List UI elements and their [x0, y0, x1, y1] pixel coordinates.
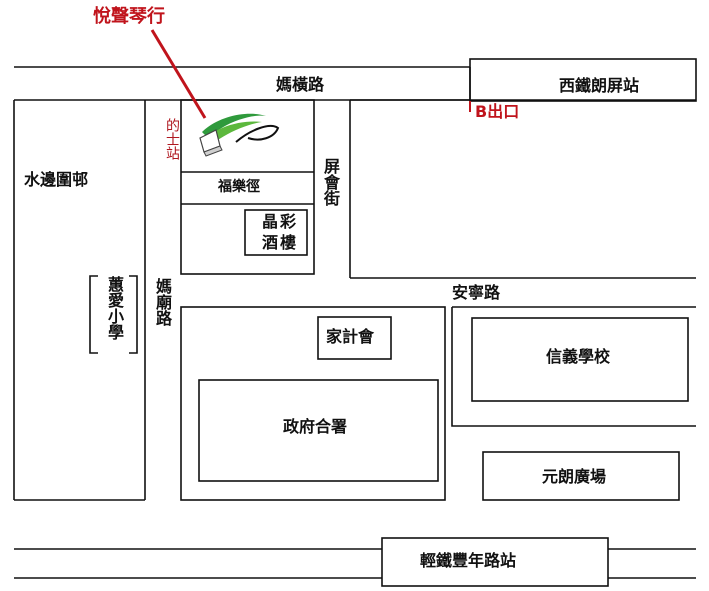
- place-label-yoho-square: 元朗廣場: [542, 467, 607, 486]
- store-name-label: 悅聲琴行: [93, 6, 165, 27]
- school-bracket-left: [89, 275, 98, 354]
- family-planning-box: [317, 316, 392, 360]
- school-bracket-right: [129, 275, 138, 354]
- place-label-fuk-lok-ching: 福樂徑: [218, 179, 260, 195]
- shun-yee-school-box: [471, 317, 689, 402]
- road-label-onning: 安寧路: [452, 283, 501, 302]
- place-label-shun-yee-school: 信義學校: [546, 347, 611, 366]
- road-label-mamiu: 媽廟路: [153, 278, 172, 326]
- exit-b-label: B出口: [475, 102, 520, 121]
- place-label-govt-offices: 政府合署: [283, 417, 348, 436]
- light-rail-station-box: [381, 537, 609, 587]
- right-lower-area-left: [451, 307, 696, 427]
- place-label-restaurant: 晶彩酒樓: [262, 212, 299, 252]
- place-label-primary-school: 蕙愛小學: [105, 276, 124, 340]
- west-rail-station-label: 西鐵朗屏站: [559, 76, 640, 95]
- west-rail-station-box: [469, 58, 697, 102]
- taxi-stand-label: 的士站: [164, 118, 180, 160]
- light-rail-station-label: 輕鐵豐年路站: [420, 551, 517, 570]
- place-label-family-planning: 家計會: [326, 327, 375, 346]
- central-block: [180, 306, 446, 501]
- store-block: [180, 99, 315, 275]
- government-offices-box: [198, 379, 439, 482]
- restaurant-box: [244, 209, 308, 256]
- place-label-shui-bin-wai: 水邊圍邨: [24, 170, 89, 189]
- road-label-pingwui: 屏會街: [321, 158, 340, 206]
- yoho-square-box: [482, 451, 680, 501]
- road-label-top: 媽橫路: [276, 75, 325, 94]
- store-pointer-line: [150, 29, 207, 119]
- music-store-logo: [199, 113, 280, 157]
